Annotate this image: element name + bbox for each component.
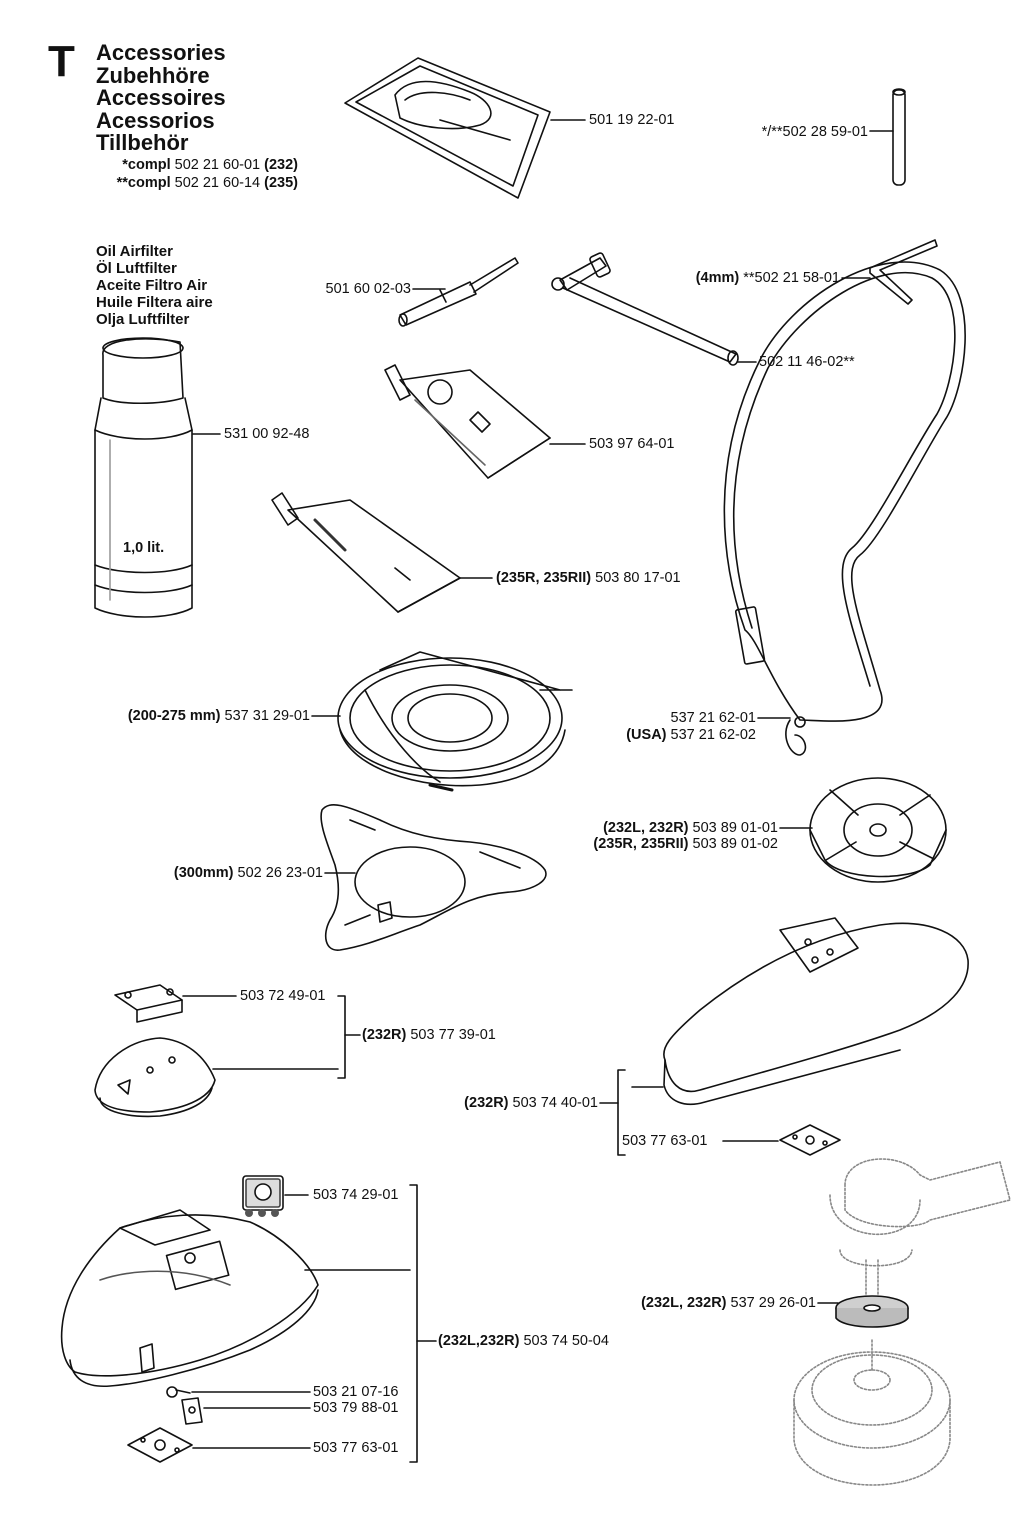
section-letter: T [48, 37, 75, 86]
oil-label-block: Oil Airfilter Öl Luftfilter Aceite Filtr… [96, 243, 213, 328]
oil-label-es: Aceite Filtro Air [96, 277, 208, 294]
label-nut: 503 79 88-01 [313, 1400, 399, 1416]
bottle-volume: 1,0 lit. [123, 540, 165, 556]
label-screwdriver: 501 60 02-03 [325, 281, 411, 297]
nut-illustration [181, 1397, 203, 1425]
label-harness: 537 21 62-01 [670, 710, 756, 726]
oil-label-en: Oil Airfilter [96, 243, 173, 260]
oil-label-sv: Olja Luftfilter [96, 311, 190, 328]
label-large-guard: (232R) 503 74 40-01 [464, 1095, 598, 1111]
label-transport-guard-2: (300mm) 502 26 23-01 [173, 865, 323, 881]
label-large-guard-plate: 503 77 63-01 [622, 1133, 708, 1149]
guard-kit-plate-illustration [127, 1427, 193, 1463]
title-es: Acessorios [96, 107, 215, 133]
transport-guard-1-illustration [337, 651, 573, 792]
harness-illustration [723, 261, 966, 756]
spacer-illustration [835, 1295, 909, 1328]
title-sv: Tillbehör [96, 130, 189, 155]
support-cup-illustration [809, 777, 947, 883]
small-guard-illustration [94, 1037, 216, 1118]
compl-line-2: **compl 502 21 60-14 (235) [116, 175, 298, 191]
label-transport-guard-1: (200-275 mm) 537 31 29-01 [127, 708, 310, 724]
title-block: Accessories Zubehhöre Accessoires Acesso… [96, 40, 226, 155]
screw-illustration [166, 1386, 191, 1398]
transport-guard-2-illustration [320, 804, 547, 951]
label-small-guard-bracket: 503 72 49-01 [240, 988, 326, 1004]
label-guard-kit: (232L,232R) 503 74 50-04 [438, 1333, 609, 1349]
toolbag-illustration [344, 57, 551, 199]
pin-illustration [892, 88, 906, 186]
label-spacer: (232L, 232R) 537 29 26-01 [641, 1295, 816, 1311]
large-guard-plate-illustration [779, 1124, 841, 1156]
grease-tube-1-illustration [384, 364, 551, 479]
trimmer-head-illustration [793, 1158, 1011, 1486]
title-de: Zubehhöre [96, 62, 210, 88]
label-support-cup-1: (232L, 232R) 503 89 01-01 [603, 820, 778, 836]
decal-illustration [242, 1175, 284, 1217]
hex-key-illustration [869, 239, 938, 305]
label-grease-tube-1: 503 97 64-01 [589, 436, 675, 452]
label-pin: */**502 28 59-01 [761, 124, 868, 140]
compl-line-1: *compl 502 21 60-01 (232) [122, 157, 298, 173]
label-support-cup-2: (235R, 235RII) 503 89 01-02 [593, 836, 778, 852]
label-oil-bottle: 531 00 92-48 [224, 426, 310, 442]
small-guard-bracket-illustration [114, 984, 183, 1023]
socket-wrench-illustration [551, 252, 739, 366]
label-toolbag: 501 19 22-01 [589, 112, 675, 128]
large-guard-illustration [663, 917, 969, 1106]
oil-label-fr: Huile Filtera aire [96, 294, 213, 311]
label-guard-kit-plate: 503 77 63-01 [313, 1440, 399, 1456]
label-grease-tube-2: (235R, 235RII) 503 80 17-01 [496, 570, 681, 586]
label-harness-usa: (USA) 537 21 62-02 [626, 727, 756, 743]
title-en: Accessories [96, 40, 226, 65]
oil-label-de: Öl Luftfilter [96, 260, 177, 277]
screwdriver-illustration [398, 257, 519, 327]
guard-kit-illustration [60, 1209, 319, 1387]
label-hex-key: (4mm) **502 21 58-01 [695, 270, 840, 286]
label-decal: 503 74 29-01 [313, 1187, 399, 1203]
oil-bottle-illustration [94, 337, 193, 618]
label-small-guard: (232R) 503 77 39-01 [362, 1027, 496, 1043]
title-fr: Accessoires [96, 85, 226, 110]
label-socket-wrench: 502 11 46-02** [759, 354, 855, 370]
grease-tube-2-illustration [271, 492, 461, 613]
label-screw: 503 21 07-16 [313, 1384, 399, 1400]
